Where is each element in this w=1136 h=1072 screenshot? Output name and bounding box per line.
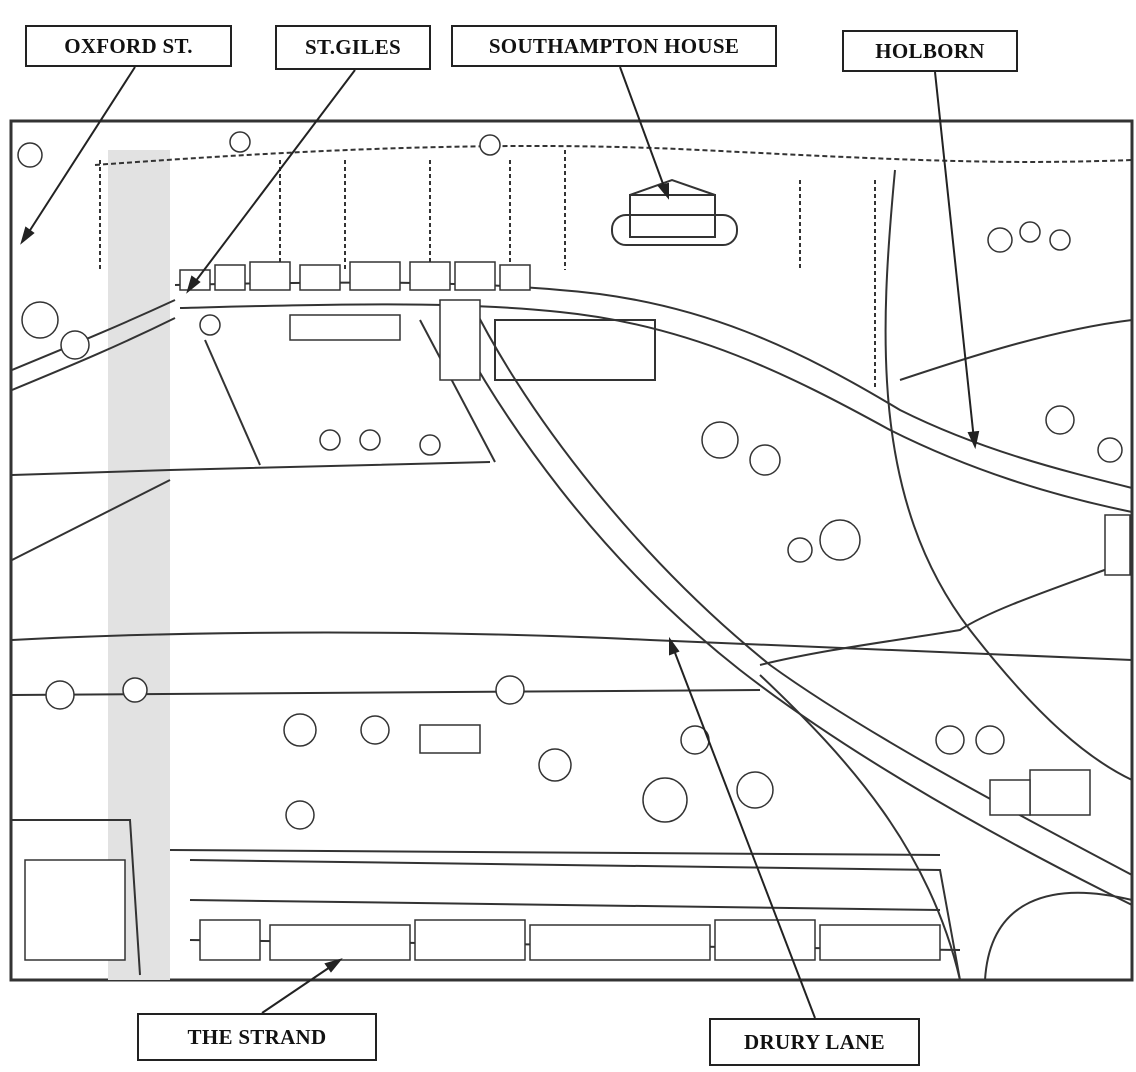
- oxford-st-arrow: [24, 66, 136, 239]
- drury-lane-road: [439, 299, 1133, 906]
- label-the-strand: THE STRAND: [137, 1013, 377, 1061]
- label-southampton-house: SOUTHAMPTON HOUSE: [451, 25, 777, 67]
- southampton-house-arrow: [619, 66, 667, 193]
- label-oxford-st: OXFORD ST.: [25, 25, 232, 67]
- houses: [24, 261, 1131, 961]
- holborn-arrow: [934, 71, 975, 441]
- drury-lane-arrow: [671, 644, 816, 1019]
- label-st-giles: ST.GILES: [275, 25, 431, 70]
- map-frame: [9, 119, 1134, 982]
- st-giles-arrow: [191, 69, 356, 287]
- label-holborn: HOLBORN: [842, 30, 1018, 72]
- label-drury-lane: DRURY LANE: [709, 1018, 920, 1066]
- holborn-road: [174, 281, 1133, 489]
- the-strand-arrow: [261, 962, 337, 1014]
- trees: [17, 131, 1123, 830]
